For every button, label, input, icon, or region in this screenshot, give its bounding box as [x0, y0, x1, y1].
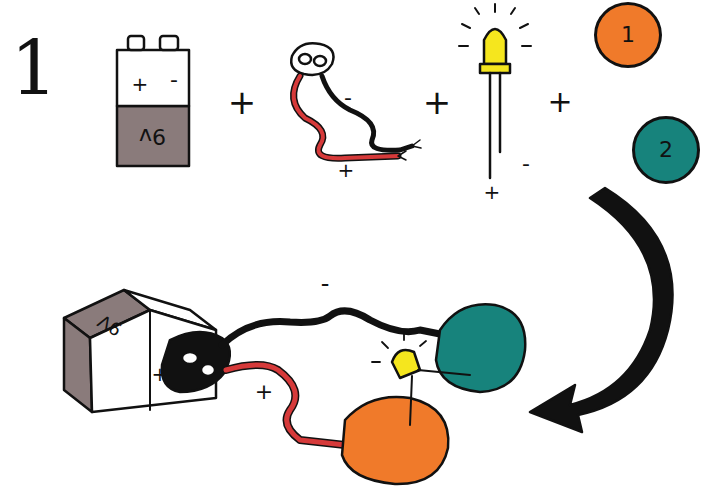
step-number: 1 — [10, 31, 57, 105]
callout-number: 2 — [659, 139, 673, 161]
battery-9v-assembled — [64, 290, 230, 412]
polarity-sign: + — [152, 364, 169, 384]
led — [459, 4, 531, 178]
polarity-sign: + — [132, 74, 149, 94]
led-assembled — [372, 332, 470, 425]
plus-sign: + — [228, 85, 257, 119]
orange-pad — [342, 397, 448, 484]
polarity-sign: + — [338, 160, 355, 180]
voltage-label: 9v — [139, 125, 166, 147]
teal-pad — [436, 304, 525, 392]
plus-sign: + — [547, 87, 572, 117]
battery-9v — [117, 36, 189, 166]
polarity-sign: - — [321, 272, 330, 296]
red-wire — [226, 365, 345, 445]
flow-arrow — [530, 188, 673, 432]
polarity-sign: - — [170, 69, 178, 91]
teal-circle: 2 — [632, 116, 700, 184]
polarity-sign: + — [255, 381, 273, 403]
black-wire — [222, 311, 450, 345]
battery-clip — [291, 43, 421, 160]
callout-number: 1 — [621, 24, 635, 46]
polarity-sign: - — [522, 153, 530, 175]
plus-sign: + — [423, 85, 452, 119]
polarity-sign: - — [344, 87, 352, 109]
orange-circle: 1 — [594, 2, 662, 68]
polarity-sign: - — [187, 335, 194, 353]
polarity-sign: + — [484, 182, 501, 202]
